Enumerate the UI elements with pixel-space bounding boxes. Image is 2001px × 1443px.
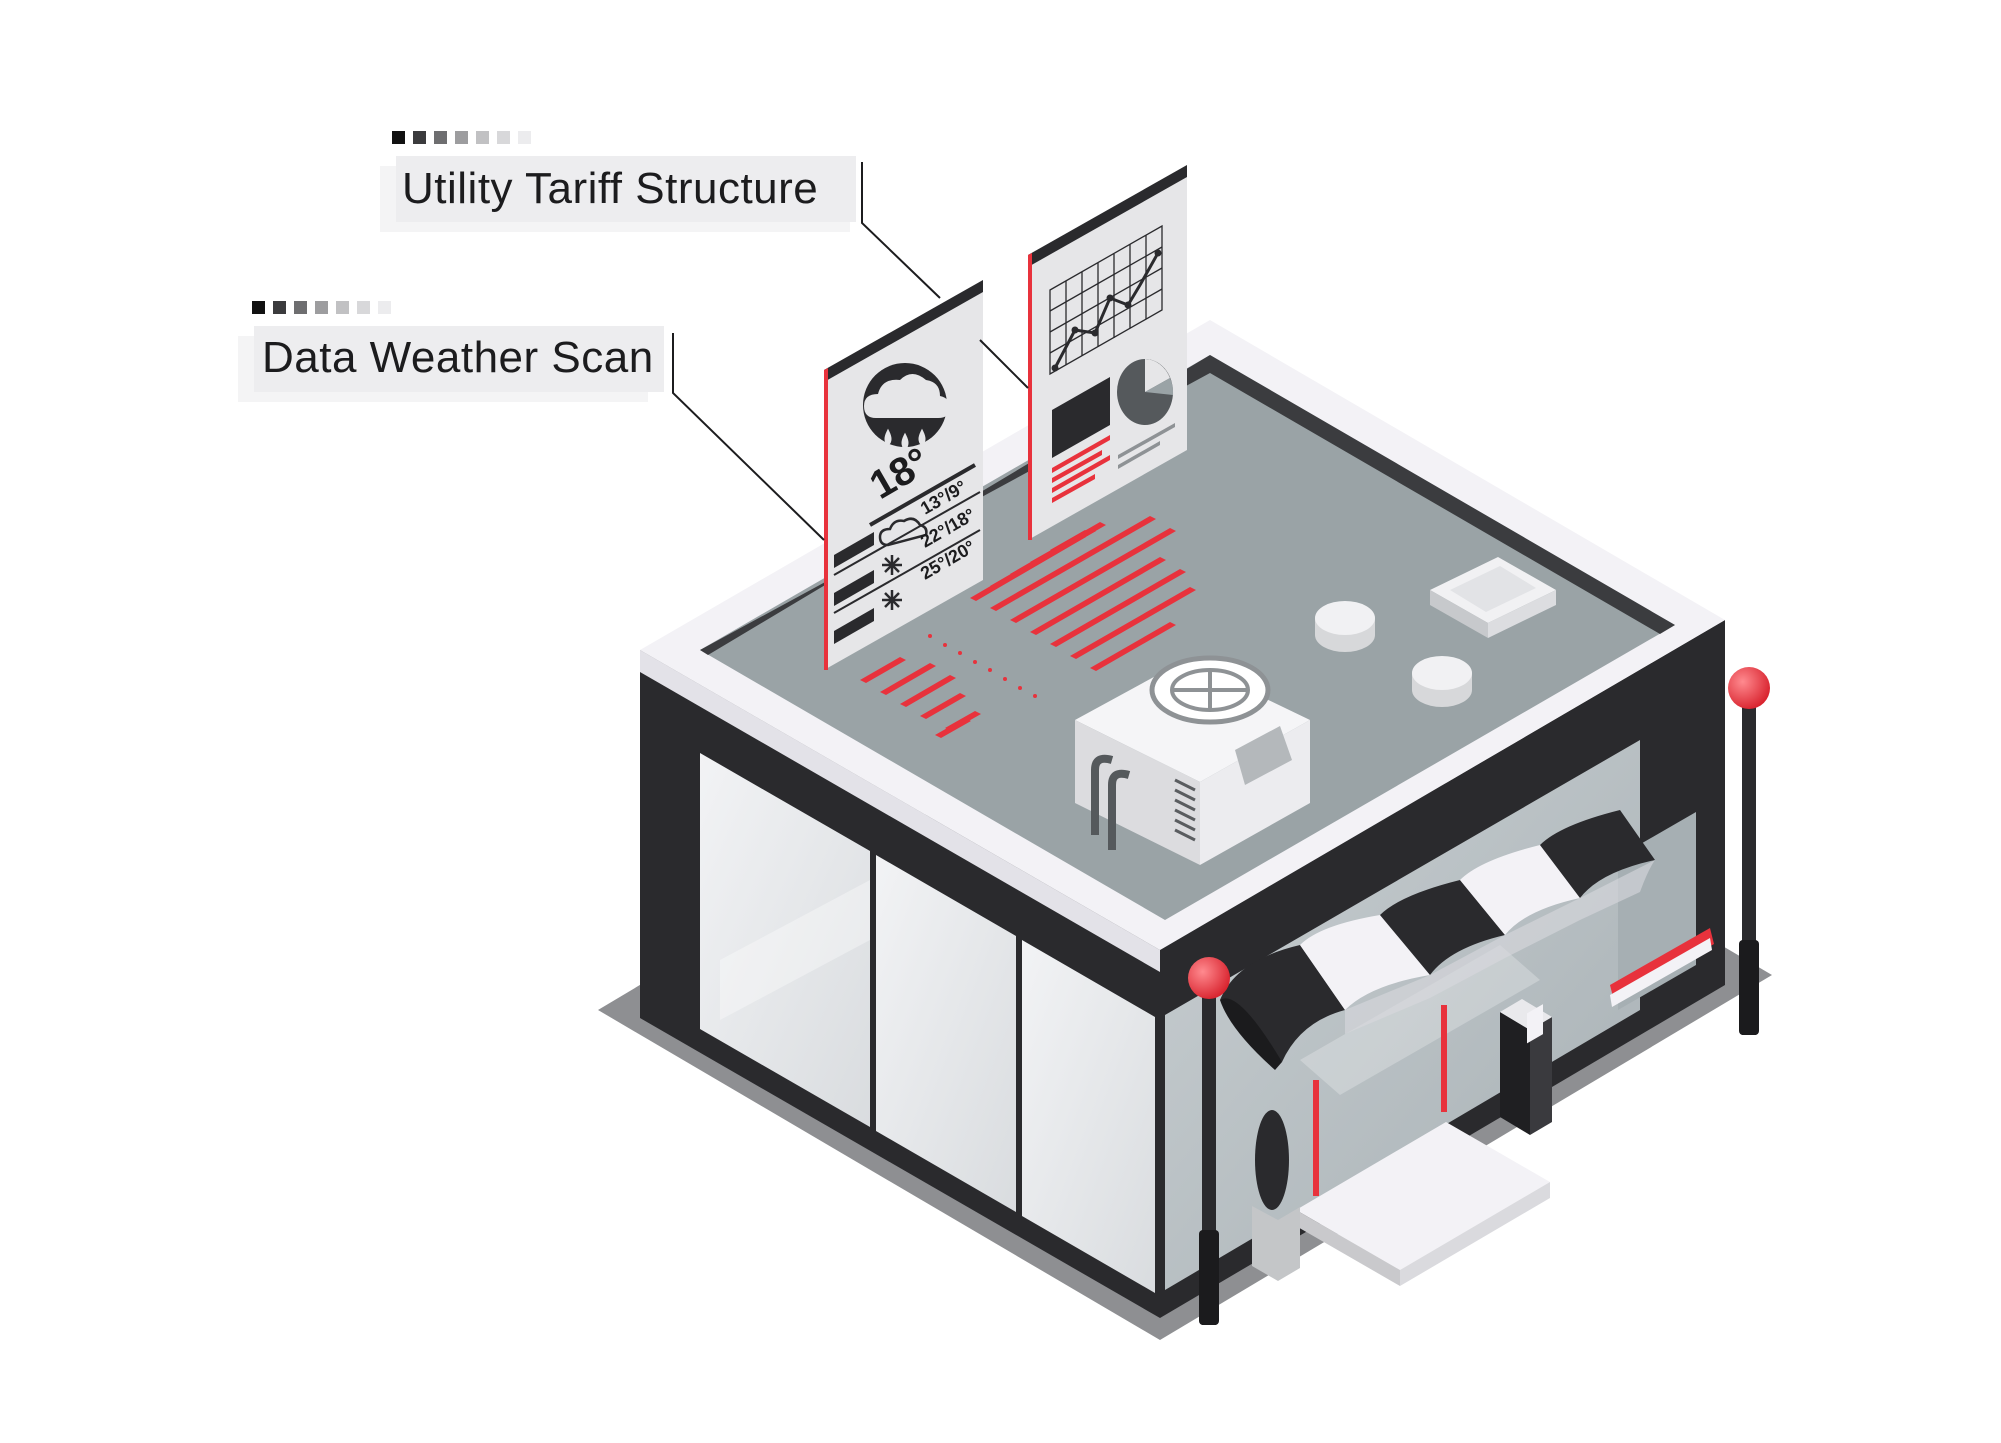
- callout-swatches: [392, 131, 531, 144]
- line-chart-points: [1051, 249, 1162, 372]
- pie-chart-icon: [1117, 359, 1174, 425]
- gray-text-lines: [1118, 423, 1175, 469]
- entrance-step-side: [1400, 1182, 1550, 1286]
- entrance-step-front: [1296, 1210, 1400, 1286]
- flower-box-base: [1610, 938, 1712, 1007]
- callout-leader-line: [861, 162, 941, 299]
- roof-data-bars: [860, 516, 1196, 738]
- weather-panel: 18° 13°/9° 22°/18° 25°/20°: [824, 280, 983, 670]
- sun-icon: [882, 590, 902, 610]
- cloud-rain-icon: [863, 363, 950, 451]
- awning: [1220, 810, 1655, 1070]
- dark-block: [1052, 377, 1110, 458]
- kiosk-side: [1530, 1017, 1552, 1135]
- left-window-1: [700, 753, 870, 1127]
- roof-vent: [1315, 601, 1375, 652]
- roof-hatch: [1430, 557, 1556, 638]
- tariff-chart-panel: [1028, 165, 1187, 540]
- weather-scan-label: Data Weather Scan: [262, 333, 654, 382]
- cloud-icon: [878, 517, 928, 547]
- entrance-step: [1296, 1122, 1550, 1270]
- lamp-post: [1728, 667, 1770, 1035]
- callout-leader-line: [979, 339, 1029, 389]
- plant: [1255, 1110, 1289, 1210]
- roof-vent: [1412, 656, 1472, 707]
- kiosk-slot: [1527, 1004, 1543, 1044]
- hvac-unit: [1075, 655, 1310, 865]
- utility-tariff-label: Utility Tariff Structure: [402, 164, 818, 213]
- callout-label-bg: [254, 326, 664, 392]
- lamp-post: [1188, 957, 1230, 1325]
- red-text-lines: [1052, 435, 1110, 503]
- utility-tariff-callout: Utility Tariff Structure: [380, 131, 1029, 389]
- left-window-reflection: [720, 880, 870, 1020]
- left-window-2: [876, 855, 1016, 1212]
- roof-rim-front-left: [640, 650, 1160, 972]
- callout-leader-line: [672, 333, 825, 541]
- planter-box: [1252, 1206, 1300, 1281]
- sun-icon: [882, 555, 902, 575]
- kiosk-front: [1500, 1012, 1530, 1135]
- weather-scan-callout: Data Weather Scan: [238, 301, 825, 541]
- storefront-reflection: [1300, 945, 1540, 1095]
- left-window-3: [1022, 940, 1155, 1293]
- roof-dotted-line: [928, 634, 1037, 698]
- callout-label-bg: [396, 156, 856, 222]
- callout-swatches: [252, 301, 391, 314]
